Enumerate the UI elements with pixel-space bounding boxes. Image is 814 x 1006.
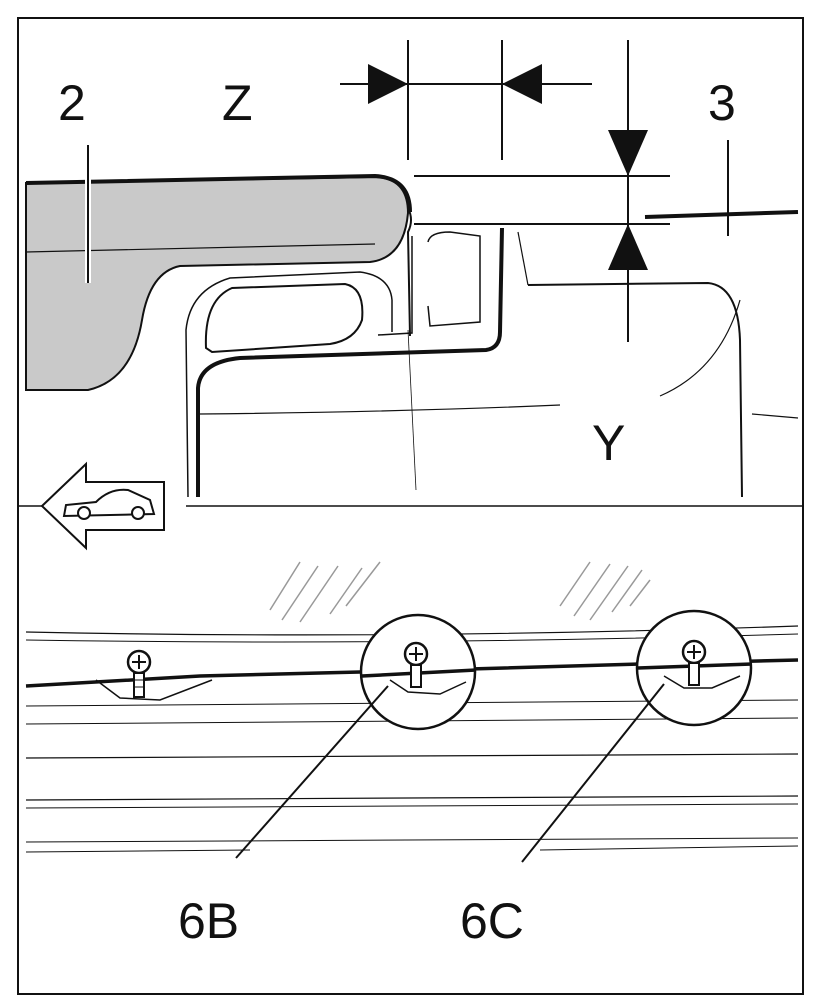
leader-6c bbox=[521, 683, 665, 863]
screw-icon bbox=[126, 649, 152, 698]
body-line-2 bbox=[199, 404, 561, 415]
car-icon bbox=[62, 488, 156, 520]
body-line-3 bbox=[751, 413, 799, 419]
body-panel-3-edge bbox=[644, 210, 799, 219]
label-callout-6c: 6C bbox=[460, 893, 524, 949]
rail-line-3 bbox=[25, 753, 799, 759]
trim-inner-line bbox=[25, 243, 376, 253]
dim-z-arrow-right bbox=[502, 64, 542, 104]
dim-y-arrow-top bbox=[608, 130, 648, 176]
screw-icon bbox=[681, 639, 707, 686]
body-contour bbox=[659, 299, 741, 397]
rail-line-5 bbox=[25, 803, 799, 809]
section-thin-line bbox=[407, 329, 417, 491]
seal-outer bbox=[196, 227, 504, 497]
clip-channel bbox=[377, 231, 481, 336]
label-dim-z: Z bbox=[222, 75, 253, 131]
seal-inner-loop bbox=[204, 282, 364, 354]
bracket-profile bbox=[95, 679, 213, 701]
label-part-2: 2 bbox=[58, 75, 86, 131]
rail-line-7 bbox=[25, 849, 251, 853]
bracket-6c bbox=[663, 675, 741, 689]
rail-line-4 bbox=[25, 795, 799, 801]
lower-detail-panel bbox=[25, 561, 799, 863]
label-callout-6b: 6B bbox=[178, 893, 239, 949]
trim-part-2-top-edge bbox=[25, 173, 412, 213]
label-part-3: 3 bbox=[708, 75, 736, 131]
screw-icon bbox=[403, 641, 429, 688]
body-line-1 bbox=[517, 231, 529, 286]
clip-lip bbox=[406, 207, 412, 337]
upper-detail-panel bbox=[25, 40, 799, 498]
forward-arrow-icon bbox=[40, 461, 165, 551]
seal-loop bbox=[185, 271, 393, 498]
rail-line-8 bbox=[539, 845, 799, 851]
rail-line-6 bbox=[25, 837, 799, 843]
label-dim-y: Y bbox=[592, 415, 625, 471]
bracket-6b bbox=[389, 679, 467, 695]
body-outline-right bbox=[527, 281, 743, 498]
trim-part-2 bbox=[25, 175, 410, 391]
leader-6b bbox=[235, 685, 389, 859]
dim-z-arrow-left bbox=[368, 64, 408, 104]
dim-y-arrow-bottom bbox=[608, 224, 648, 270]
glass-hatching bbox=[269, 561, 651, 623]
